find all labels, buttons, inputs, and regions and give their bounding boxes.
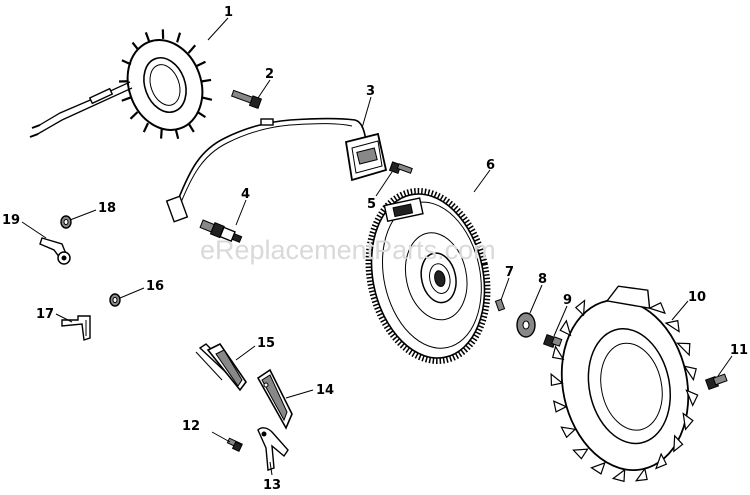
callout-7[interactable]: 7 xyxy=(505,265,514,280)
part-4-spark-plug[interactable] xyxy=(199,218,243,245)
part-9-nut[interactable] xyxy=(542,333,563,349)
callout-4[interactable]: 4 xyxy=(241,187,250,202)
part-5-screw[interactable] xyxy=(388,161,413,175)
part-14-baffle[interactable] xyxy=(256,368,293,430)
callout-14[interactable]: 14 xyxy=(316,383,334,398)
part-8-washer[interactable] xyxy=(516,312,536,338)
callout-labels: 1 2 3 4 5 6 7 8 9 10 11 12 13 14 15 16 1… xyxy=(2,5,748,493)
part-3-ignition-module[interactable] xyxy=(165,117,388,223)
part-2-screw[interactable] xyxy=(230,89,263,110)
callout-13[interactable]: 13 xyxy=(263,478,281,493)
callout-3[interactable]: 3 xyxy=(366,84,375,99)
part-6-flywheel[interactable] xyxy=(353,180,502,372)
callout-17[interactable]: 17 xyxy=(36,307,54,322)
leader-lines xyxy=(21,17,733,476)
part-15-shield[interactable] xyxy=(195,342,247,392)
part-17-clip[interactable] xyxy=(61,315,91,341)
part-1-stator[interactable] xyxy=(29,17,227,153)
callout-15[interactable]: 15 xyxy=(257,336,275,351)
callout-16[interactable]: 16 xyxy=(146,279,164,294)
callout-19[interactable]: 19 xyxy=(2,213,20,228)
callout-11[interactable]: 11 xyxy=(730,343,748,358)
part-19-terminal[interactable] xyxy=(39,237,71,265)
callout-1[interactable]: 1 xyxy=(224,5,233,20)
callout-5[interactable]: 5 xyxy=(367,197,376,212)
callout-18[interactable]: 18 xyxy=(98,201,116,216)
callout-9[interactable]: 9 xyxy=(563,293,572,308)
part-18-nut[interactable] xyxy=(60,215,72,229)
part-7-key[interactable] xyxy=(494,298,506,312)
callout-10[interactable]: 10 xyxy=(688,290,706,305)
callout-12[interactable]: 12 xyxy=(182,419,200,434)
callout-2[interactable]: 2 xyxy=(265,67,274,82)
callout-8[interactable]: 8 xyxy=(538,272,547,287)
callout-6[interactable]: 6 xyxy=(486,158,495,173)
part-16-nut[interactable] xyxy=(109,293,121,307)
part-13-bracket[interactable] xyxy=(257,427,289,471)
watermark-text: eReplacementParts.com xyxy=(200,235,496,265)
part-11-screw[interactable] xyxy=(704,373,728,391)
part-12-screw[interactable] xyxy=(226,437,243,452)
part-10-fan[interactable] xyxy=(533,274,716,495)
